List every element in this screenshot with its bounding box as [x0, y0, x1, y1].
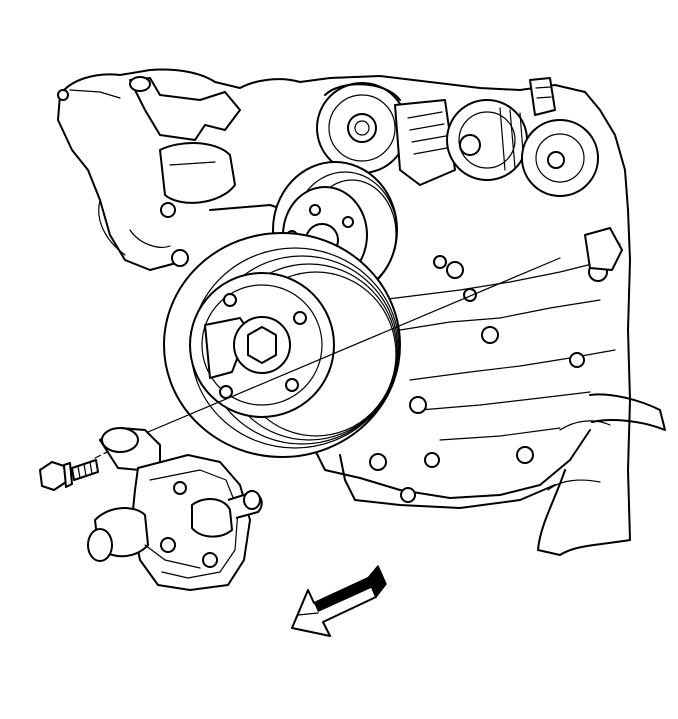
power-steering-pump [87, 427, 263, 591]
thermostat-housing [57, 76, 241, 204]
crankshaft-balancer [163, 232, 401, 458]
bolt-icon [39, 459, 99, 491]
upper-right-pulley [521, 77, 623, 271]
direction-arrow-icon [291, 565, 387, 637]
belt-tensioner [394, 99, 528, 186]
idler-pulley [316, 82, 408, 174]
